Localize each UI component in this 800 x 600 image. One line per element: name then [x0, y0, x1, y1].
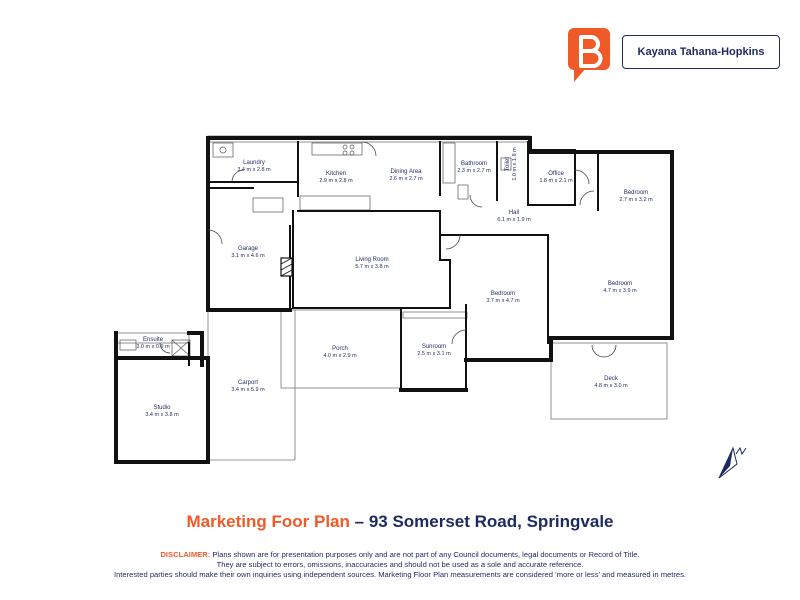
- room-dims: 1.0 m x 1.8 m: [512, 147, 518, 181]
- north-arrow-icon: [718, 446, 747, 479]
- room-name: Carport: [238, 380, 258, 386]
- room-dims: 2.7 m x 3.2 m: [619, 197, 653, 203]
- title-main: Marketing Foor Plan: [186, 512, 350, 531]
- room-dims: 2.6 m x 2.7 m: [389, 176, 423, 182]
- disclaimer: DISCLAIMER: Plans shown are for presenta…: [40, 550, 760, 580]
- room-dims: 6.1 m x 1.9 m: [497, 217, 531, 223]
- room-label-kitchen: Kitchen 2.9 m x 2.8 m: [319, 171, 353, 184]
- room-name: Garage: [238, 246, 259, 252]
- room-label-living: Living Room 5.7 m x 3.8 m: [355, 257, 389, 270]
- room-dims: 1.8 m x 2.1 m: [539, 178, 573, 184]
- room-label-bedroom-1: Bedroom 2.7 m x 3.2 m: [619, 190, 653, 203]
- room-name: Ensuite: [143, 337, 164, 343]
- room-dims: 4.0 m x 2.9 m: [323, 353, 357, 359]
- disclaimer-line-3: Interested parties should make their own…: [113, 570, 687, 579]
- room-name: Bedroom: [608, 281, 632, 287]
- room-label-bedroom-3: Bedroom 4.7 m x 3.9 m: [603, 281, 637, 294]
- room-name: Hall: [509, 210, 519, 216]
- room-name: Kitchen: [326, 171, 346, 177]
- disclaimer-line-2: They are subject to errors, omissions, i…: [216, 560, 584, 569]
- room-name: Living Room: [355, 257, 388, 263]
- room-dims: 3.4 m x 5.9 m: [231, 387, 265, 393]
- room-name: Bathroom: [461, 161, 487, 167]
- room-dims: 3.4 m x 2.8 m: [237, 167, 271, 173]
- room-label-deck: Deck 4.8 m x 3.0 m: [594, 376, 628, 389]
- room-name: Laundry: [243, 160, 265, 166]
- room-label-porch: Porch 4.0 m x 2.9 m: [323, 346, 357, 359]
- room-dims: 2.5 m x 3.1 m: [417, 351, 451, 357]
- room-dims: 5.7 m x 3.8 m: [355, 264, 389, 270]
- room-name: Studio: [153, 405, 171, 411]
- room-name: Porch: [332, 346, 348, 352]
- room-name: Deck: [604, 376, 619, 382]
- room-label-sunroom: Sunroom 2.5 m x 3.1 m: [417, 344, 451, 357]
- room-dims: 3.0 m x 0.9 m: [136, 344, 170, 350]
- room-name: Bedroom: [491, 291, 515, 297]
- room-dims: 4.8 m x 3.0 m: [594, 383, 628, 389]
- room-dims: 2.3 m x 2.7 m: [457, 168, 491, 174]
- title-address: 93 Somerset Road, Springvale: [368, 512, 614, 531]
- agent-brand: Kayana Tahana-Hopkins: [566, 26, 780, 82]
- room-name: Sunroom: [422, 344, 446, 350]
- room-label-laundry: Laundry 3.4 m x 2.8 m: [237, 160, 271, 173]
- plan-title: Marketing Foor Plan – 93 Somerset Road, …: [0, 512, 800, 532]
- disclaimer-text-1: Plans shown are for presentation purpose…: [210, 550, 640, 559]
- room-dims: 3.7 m x 4.7 m: [486, 298, 520, 304]
- agent-name: Kayana Tahana-Hopkins: [622, 35, 780, 69]
- room-name: Office: [548, 171, 564, 177]
- room-dims: 4.7 m x 3.9 m: [603, 288, 637, 294]
- brand-b-speech-bubble-icon: [568, 28, 610, 82]
- room-label-hall: Hall 6.1 m x 1.9 m: [497, 210, 531, 223]
- room-dims: 3.1 m x 4.6 m: [231, 253, 265, 259]
- room-label-toilet: Toilet 1.0 m x 1.8 m: [505, 147, 518, 181]
- title-separator: –: [349, 512, 369, 531]
- room-label-studio: Studio 3.4 m x 3.8 m: [145, 405, 179, 418]
- room-label-dining: Dining Area 2.6 m x 2.7 m: [389, 169, 423, 182]
- room-label-carport: Carport 3.4 m x 5.9 m: [231, 380, 265, 393]
- room-label-bathroom: Bathroom 2.3 m x 2.7 m: [457, 161, 491, 174]
- room-label-bedroom-2: Bedroom 3.7 m x 4.7 m: [486, 291, 520, 304]
- room-name: Toilet: [505, 157, 511, 171]
- disclaimer-line-1: DISCLAIMER: Plans shown are for presenta…: [40, 550, 760, 560]
- room-name: Bedroom: [624, 190, 648, 196]
- room-label-office: Office 1.8 m x 2.1 m: [539, 171, 573, 184]
- room-dims: 2.9 m x 2.8 m: [319, 178, 353, 184]
- room-dims: 3.4 m x 3.8 m: [145, 412, 179, 418]
- room-label-ensuite: Ensuite 3.0 m x 0.9 m: [136, 337, 170, 350]
- room-name: Dining Area: [390, 169, 422, 175]
- room-label-garage: Garage 3.1 m x 4.6 m: [231, 246, 265, 259]
- disclaimer-label: DISCLAIMER:: [160, 550, 211, 559]
